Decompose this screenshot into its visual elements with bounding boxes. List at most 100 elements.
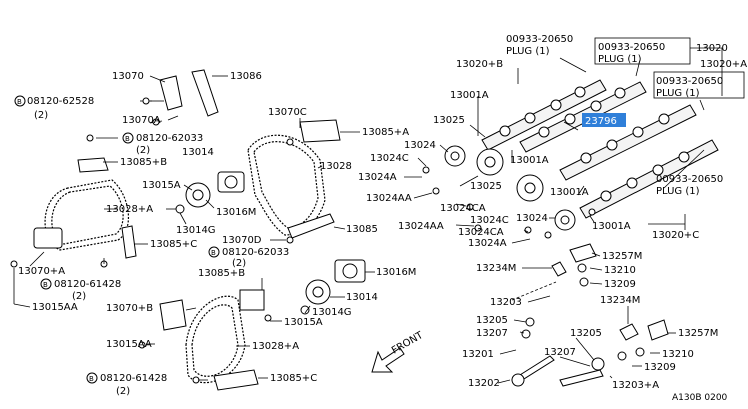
label-13024A-b: 13024A (468, 238, 507, 249)
diagram-code: A130B 0200 (672, 393, 728, 403)
label-13070: 13070 (112, 71, 144, 82)
label-13257M-a: 13257M (602, 251, 642, 262)
chain-guide-13085B-upper (77, 157, 109, 173)
label-13016M-b: 13016M (376, 267, 416, 278)
label-13085C-a: 13085+C (150, 239, 197, 250)
label-13024CA-b: 13024CA (458, 227, 504, 238)
camshaft-13020C (579, 139, 719, 219)
label-13028: 13028 (320, 161, 352, 172)
label-13085B-a: 13085+B (120, 157, 167, 168)
chain-guide-13086 (191, 69, 219, 117)
label-13210-b: 13210 (662, 349, 694, 360)
cam-sprocket-13025-lower (516, 174, 544, 202)
label-plug-c: PLUG (1) (656, 88, 700, 99)
label-13015AA-a: 13015AA (32, 302, 78, 313)
label-13016M-a: 13016M (216, 207, 256, 218)
label-13085A: 13085+A (362, 127, 409, 138)
label-13014-a: 13014 (182, 147, 214, 158)
label-13015AA-b: 13015AA (106, 339, 152, 350)
label-13210-a: 13210 (604, 265, 636, 276)
label-13209-a: 13209 (604, 279, 636, 290)
chain-guide-13085C-lower (213, 369, 259, 391)
label-13028A-a: 13028+A (106, 204, 153, 215)
label-13202: 13202 (468, 378, 500, 389)
svg-text:B: B (43, 281, 48, 289)
label-13070A-b: 13070+A (18, 266, 65, 277)
label-13257M-b: 13257M (678, 328, 718, 339)
label-13001A-c: 13001A (550, 187, 589, 198)
label-13015A-a: 13015A (142, 180, 181, 191)
chain-guide-13085A (299, 119, 341, 143)
label-08120-62033-a: 08120-62033 (136, 133, 203, 144)
label-13085: 13085 (346, 224, 378, 235)
label-08120-62528: 08120-62528 (27, 96, 94, 107)
label-13024CA-a: 13024CA (440, 203, 486, 214)
label-13086: 13086 (230, 71, 262, 82)
label-plug-b: PLUG (1) (598, 54, 642, 65)
label-08120-61428-b: 08120-61428 (100, 373, 167, 384)
label-qty-2-a: (2) (34, 110, 48, 121)
label-qty-2-b: (2) (136, 145, 150, 156)
tensioner-13016M-upper (217, 171, 245, 193)
camshaft-13020A (559, 104, 697, 181)
label-13001A-b: 13001A (510, 155, 549, 166)
svg-text:B: B (89, 375, 94, 383)
label-13201: 13201 (462, 349, 494, 360)
leader-lines (13, 47, 723, 384)
label-23796[interactable]: 23796 (585, 116, 617, 127)
chain-guide-13085C-upper (121, 225, 137, 259)
bolts-right (422, 166, 596, 239)
label-qty-2-e: (2) (116, 386, 130, 397)
bracket-13085B-lower (239, 289, 265, 311)
chain-guide-13070B (159, 299, 187, 331)
label-13020: 13020 (696, 43, 728, 54)
label-plug-d: PLUG (1) (656, 186, 700, 197)
sprocket-13014-upper (185, 182, 211, 208)
label-00933-b: 00933-20650 (598, 42, 665, 53)
label-13020B: 13020+B (456, 59, 503, 70)
label-00933-c: 00933-20650 (656, 76, 723, 87)
label-13028A-b: 13028+A (252, 341, 299, 352)
label-08120-61428-a: 08120-61428 (54, 279, 121, 290)
timing-chain-lower (185, 295, 246, 384)
label-plug-a: PLUG (1) (506, 46, 550, 57)
chain-guide-13070 (159, 75, 183, 111)
sprocket-13014-lower (305, 279, 331, 305)
label-13024: 13024 (404, 140, 436, 151)
front-label: FRONT (390, 330, 426, 357)
label-13001A-a: 13001A (450, 90, 489, 101)
label-00933-a: 00933-20650 (506, 34, 573, 45)
label-13209-b: 13209 (644, 362, 676, 373)
label-13024C-a: 13024C (370, 153, 409, 164)
label-qty-2-d: (2) (232, 258, 246, 269)
label-13015A-b: 13015A (284, 317, 323, 328)
cam-sprocket-13024-lower (554, 209, 576, 231)
label-13020C: 13020+C (652, 230, 699, 241)
svg-text:B: B (211, 249, 216, 257)
label-13014G-a: 13014G (176, 225, 216, 236)
label-13070C: 13070C (268, 107, 307, 118)
svg-text:B: B (125, 135, 130, 143)
valve-train-parts (511, 243, 669, 387)
label-13070D: 13070D (222, 235, 262, 246)
label-13234M-a: 13234M (476, 263, 516, 274)
label-13207-a: 13207 (476, 328, 508, 339)
cam-sprocket-13025-upper (476, 148, 504, 176)
front-arrow: FRONT (371, 330, 426, 373)
label-qty-2-c: (2) (72, 291, 86, 302)
chain-guide-13085 (287, 213, 335, 239)
timing-chain-left (44, 179, 130, 251)
label-13085B-b: 13085+B (198, 268, 245, 279)
label-13203A: 13203+A (612, 380, 659, 391)
label-00933-d: 00933-20650 (656, 174, 723, 185)
label-13024C-b: 13024C (470, 215, 509, 226)
label-13207-b: 13207 (544, 347, 576, 358)
label-13024-b: 13024 (516, 213, 548, 224)
camshaft-13020B (481, 79, 607, 151)
highlight-23796 (582, 113, 626, 127)
label-13203: 13203 (490, 297, 522, 308)
label-13234M-b: 13234M (600, 295, 640, 306)
label-13020A: 13020+A (700, 59, 747, 70)
label-13024AA-a: 13024AA (366, 193, 412, 204)
